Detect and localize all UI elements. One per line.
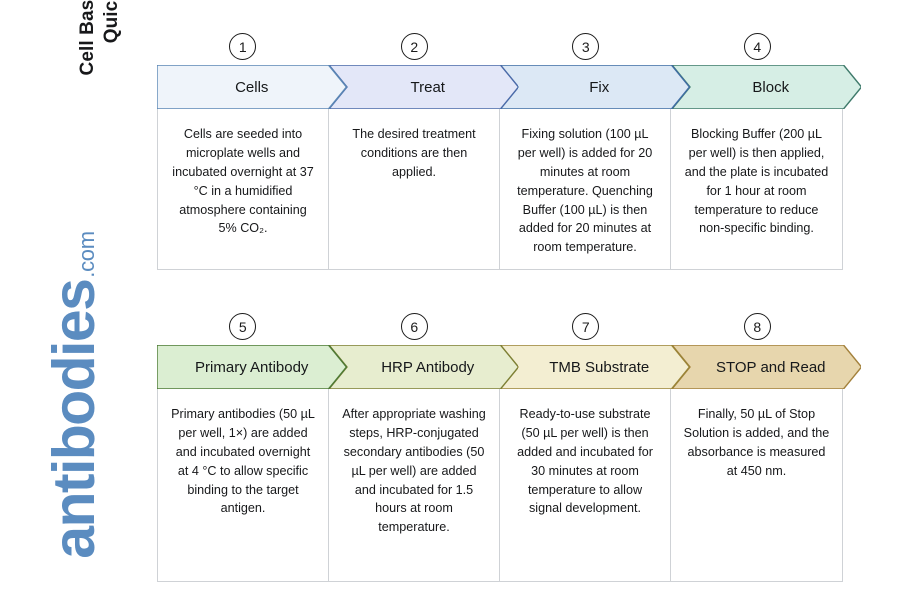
step-label: Block: [752, 78, 790, 96]
step-chevron-7: TMB Substrate: [500, 345, 690, 389]
step-number-badge-5: 5: [229, 313, 257, 340]
step-number-badge-7: 7: [572, 313, 600, 340]
step-description-7: Ready-to-use substrate (50 µL per well) …: [500, 389, 671, 581]
step-chevron-strip: Primary Antibody HRP Antibody TMB Substrat…: [157, 345, 861, 389]
step-number-badge-3: 3: [572, 33, 600, 60]
protocol-row-1: 1 2 3 4 Cells Treat Fix Block Cells are seeded…: [157, 33, 861, 270]
logo-wordmark: antibodies: [41, 279, 107, 559]
chevron-shape: [500, 345, 690, 389]
step-description-strip: Primary antibodies (50 µL per well, 1×) …: [157, 389, 843, 582]
step-chevron-2: Treat: [328, 65, 518, 109]
step-chevron-6: HRP Antibody: [328, 345, 518, 389]
antibodies-logo: antibodies .com: [41, 231, 125, 559]
page-title: Cell Based ELISA Kits Quick Protocol: [52, 0, 148, 110]
step-badge-strip: 1 2 3 4: [157, 33, 843, 65]
step-label: Primary Antibody: [195, 358, 309, 376]
step-number-badge-2: 2: [400, 33, 428, 60]
step-description-4: Blocking Buffer (200 µL per well) is the…: [684, 127, 829, 236]
step-number-badge-4: 4: [743, 33, 771, 60]
step-number-badge-1: 1: [229, 33, 257, 60]
chevron-shape: [157, 65, 347, 109]
step-label: Treat: [410, 78, 445, 96]
step-chevron-1: Cells: [157, 65, 347, 109]
step-label: TMB Substrate: [549, 358, 650, 376]
page-title-line-1: Cell Based ELISA Kits: [76, 0, 100, 75]
step-label: HRP Antibody: [381, 358, 475, 376]
step-chevron-8: STOP and Read: [671, 345, 861, 389]
step-description-1: Cells are seeded into microplate wells a…: [158, 109, 329, 269]
step-description-strip: Cells are seeded into microplate wells a…: [157, 109, 843, 270]
step-description-8: Finally, 50 µL of Stop Solution is added…: [683, 407, 830, 478]
step-number-badge-8: 8: [743, 313, 771, 340]
step-label: Cells: [235, 78, 269, 96]
step-description-6: After appropriate washing steps, HRP-con…: [329, 389, 500, 581]
chevron-shape: [671, 345, 861, 389]
chevron-shape: [671, 65, 861, 109]
step-description-3: Fixing solution (100 µL per well) is add…: [500, 109, 671, 269]
step-label: Fix: [589, 78, 610, 96]
step-chevron-strip: Cells Treat Fix Block: [157, 65, 861, 109]
chevron-shape: [157, 345, 347, 389]
chevron-shape: [500, 65, 690, 109]
branding-rail: Cell Based ELISA Kits Quick Protocol ant…: [0, 0, 150, 594]
step-chevron-5: Primary Antibody: [157, 345, 347, 389]
chevron-shape: [328, 345, 518, 389]
step-label: STOP and Read: [715, 358, 826, 376]
page-title-line-2: Quick Protocol: [100, 0, 124, 43]
logo-tld: .com: [74, 231, 99, 278]
chevron-shape: [328, 65, 518, 109]
step-description-2: The desired treatment conditions are the…: [329, 109, 500, 269]
step-chevron-3: Fix: [500, 65, 690, 109]
step-chevron-4: Block: [671, 65, 861, 109]
protocol-row-2: 5 6 7 8 Primary Antibody HRP Antibody TMB Sub…: [157, 313, 861, 582]
step-badge-strip: 5 6 7 8: [157, 313, 843, 345]
step-description-5: Primary antibodies (50 µL per well, 1×) …: [158, 389, 329, 581]
step-number-badge-6: 6: [400, 313, 428, 340]
